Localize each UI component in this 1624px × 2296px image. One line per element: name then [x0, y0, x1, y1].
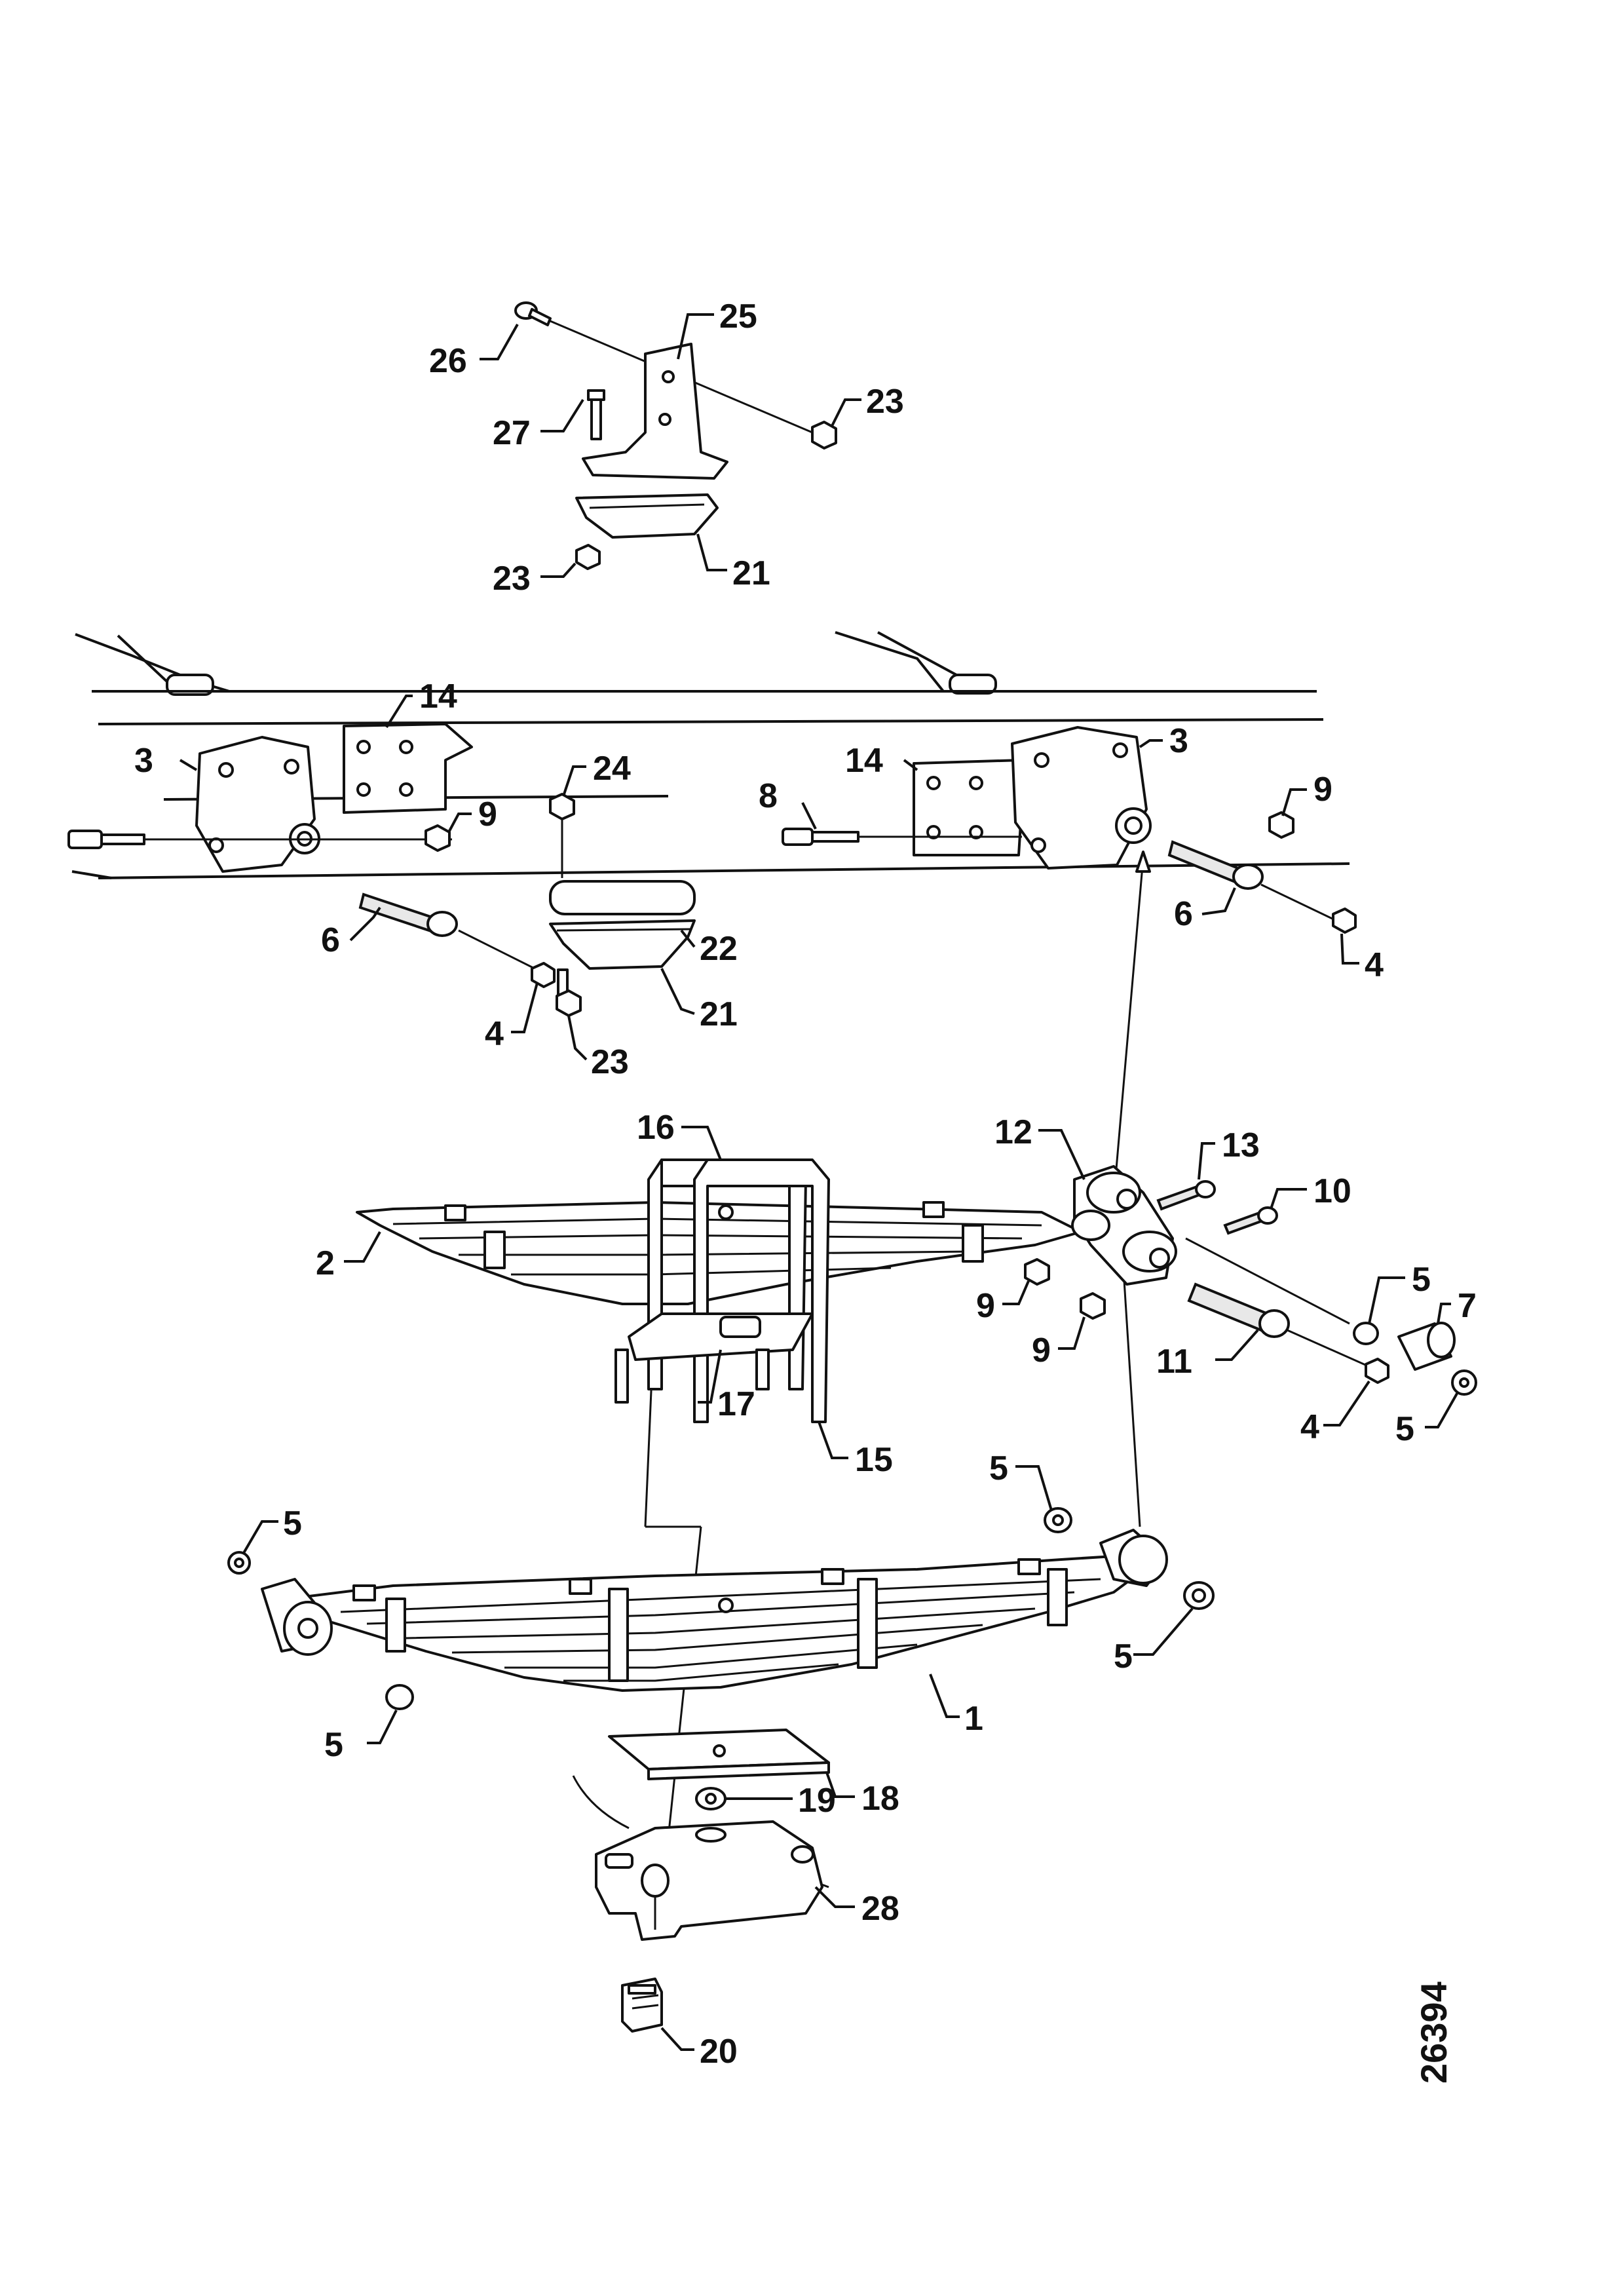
callout-25: 25	[719, 297, 757, 335]
bolt-6-left	[358, 892, 458, 937]
callout-9-shackle-a: 9	[976, 1287, 995, 1325]
callout-5-right-bottom: 5	[1114, 1637, 1133, 1675]
axle-seat-28	[595, 1820, 823, 1941]
callout-12: 12	[994, 1113, 1032, 1151]
callout-27: 27	[493, 414, 531, 452]
bolt-11	[1187, 1282, 1290, 1338]
centre-pad-assembly	[549, 793, 696, 1017]
callout-5-right-top: 5	[989, 1449, 1008, 1487]
callout-21-centre: 21	[700, 995, 738, 1033]
helper-spring-assembly	[356, 1158, 1082, 1423]
shackle-assembly	[1024, 1165, 1477, 1396]
callout-labels: 26 25 27 23 23 21 14 3 9 24 14 3 9 8 6 2…	[134, 297, 1477, 2071]
callout-24: 24	[593, 750, 631, 788]
callout-2: 2	[316, 1244, 335, 1282]
nut-23-right	[811, 421, 837, 450]
callout-3-left: 3	[134, 742, 153, 780]
callout-15: 15	[855, 1441, 893, 1479]
callout-14-left: 14	[419, 678, 457, 716]
callout-4-right: 4	[1365, 946, 1384, 984]
callout-6-right: 6	[1174, 895, 1193, 933]
callout-6-left: 6	[321, 921, 340, 959]
pad-21-lower	[549, 919, 696, 970]
bolt-6-right	[1167, 840, 1264, 890]
axle-seat-assembly	[572, 1729, 830, 2033]
spacer-22	[549, 880, 696, 915]
callout-17: 17	[717, 1385, 755, 1423]
nut-24	[549, 793, 575, 820]
callout-18: 18	[861, 1780, 899, 1818]
callout-5-left-top: 5	[283, 1504, 302, 1542]
leader-lines	[179, 313, 1459, 2051]
nut-23-centre	[556, 989, 582, 1017]
callout-5-left-bottom: 5	[324, 1726, 343, 1764]
callout-7: 7	[1458, 1287, 1477, 1325]
bolt-8-left	[67, 830, 145, 849]
callout-9-shackle-b: 9	[1032, 1331, 1051, 1369]
washer-5-left-bottom	[385, 1684, 414, 1710]
plate-17	[628, 1312, 814, 1361]
u-bolt-15	[693, 1158, 830, 1423]
bushing-right	[1099, 1529, 1168, 1587]
bolt-10	[1223, 1206, 1278, 1235]
bracket-25	[582, 343, 728, 480]
callout-8: 8	[759, 777, 778, 815]
nut-23-lower	[575, 544, 601, 570]
bolt-8-right	[782, 828, 859, 846]
callout-10: 10	[1313, 1172, 1351, 1210]
callout-23-top-right: 23	[866, 383, 904, 421]
callout-11: 11	[1156, 1343, 1192, 1381]
callout-14-right: 14	[845, 742, 883, 780]
callout-13: 13	[1222, 1126, 1260, 1164]
callout-20: 20	[700, 2033, 738, 2071]
left-hanger-assembly	[67, 723, 556, 988]
nut-20	[621, 1978, 663, 2033]
bracket-14-left	[343, 723, 473, 814]
callout-21-top: 21	[732, 554, 770, 592]
washer-5-shackle-a	[1353, 1322, 1379, 1345]
bolt-27	[587, 389, 605, 440]
main-spring-assembly	[227, 1507, 1215, 1710]
nut-9-left	[425, 824, 451, 852]
pad-21-upper	[575, 493, 719, 539]
callout-22: 22	[700, 930, 738, 968]
callout-26: 26	[429, 342, 467, 380]
bushing-7	[1397, 1322, 1456, 1371]
bolt-26	[514, 301, 552, 326]
callout-5-shackle-b: 5	[1395, 1410, 1414, 1448]
callout-28: 28	[861, 1890, 899, 1928]
nut-9-shackle-b	[1080, 1292, 1106, 1320]
callout-23-top-left: 23	[493, 560, 531, 598]
callout-4-shackle: 4	[1300, 1408, 1319, 1446]
nut-4-left	[531, 962, 556, 988]
bushing-left	[261, 1578, 333, 1656]
callout-9-right: 9	[1313, 771, 1332, 809]
bolt-13	[1156, 1180, 1216, 1211]
nut-4-right	[1332, 908, 1357, 934]
callout-9-left: 9	[478, 795, 497, 833]
callout-1: 1	[964, 1700, 983, 1738]
callout-5-shackle-a: 5	[1412, 1261, 1431, 1299]
top-bracket-assembly	[514, 301, 837, 570]
main-spring-1	[287, 1555, 1141, 1692]
callout-23-centre: 23	[591, 1043, 629, 1081]
callout-16: 16	[637, 1109, 675, 1147]
drawing-number: 26394	[1413, 1981, 1454, 2084]
right-hanger-assembly	[782, 726, 1357, 934]
callout-4-left: 4	[485, 1015, 504, 1053]
callout-19: 19	[798, 1782, 836, 1820]
nut-4-shackle	[1365, 1358, 1389, 1384]
callout-3-right: 3	[1169, 722, 1188, 760]
nut-9-right	[1268, 811, 1294, 839]
nut-9-shackle-a	[1024, 1258, 1050, 1286]
